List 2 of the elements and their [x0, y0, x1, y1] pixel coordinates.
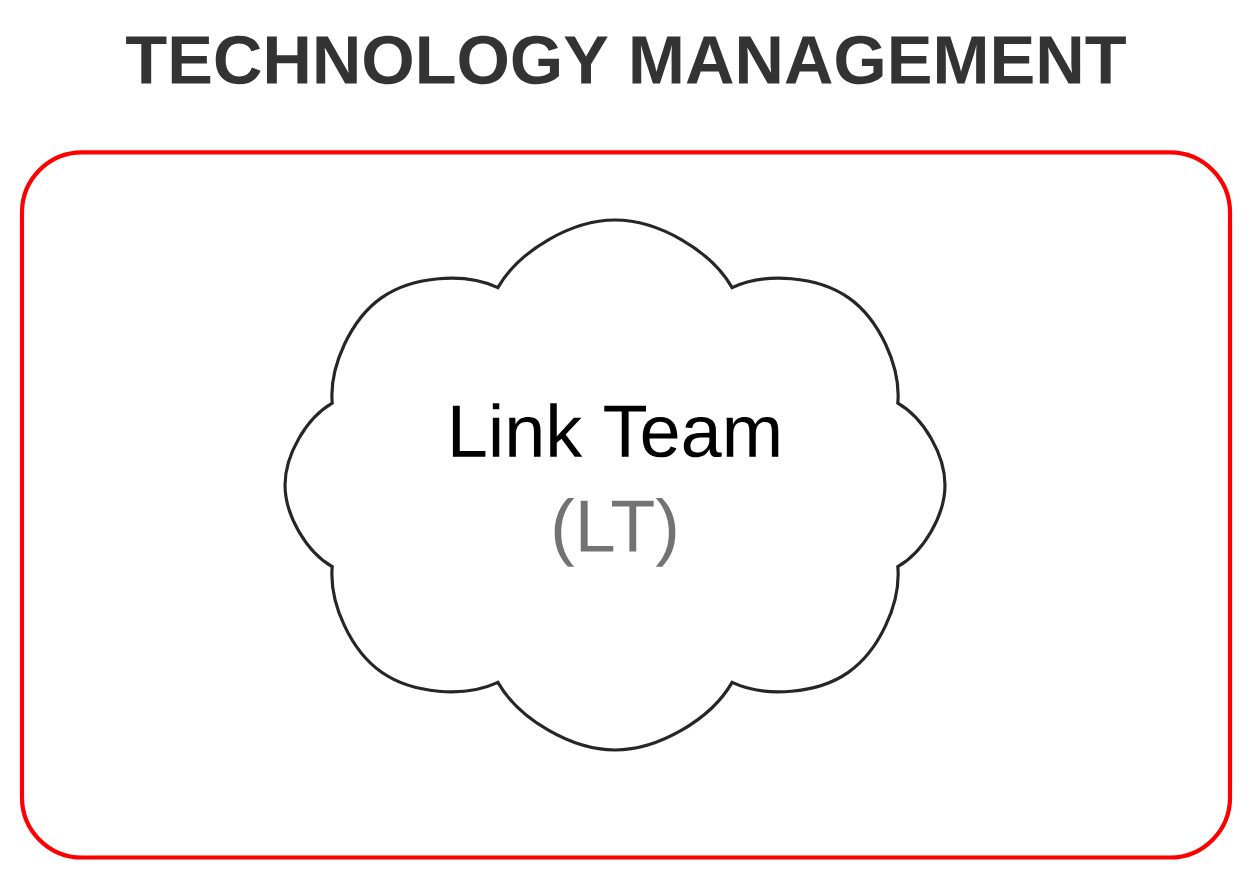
- title: TECHNOLOGY MANAGEMENT: [126, 35, 1126, 85]
- rounded-frame: [19, 150, 1233, 860]
